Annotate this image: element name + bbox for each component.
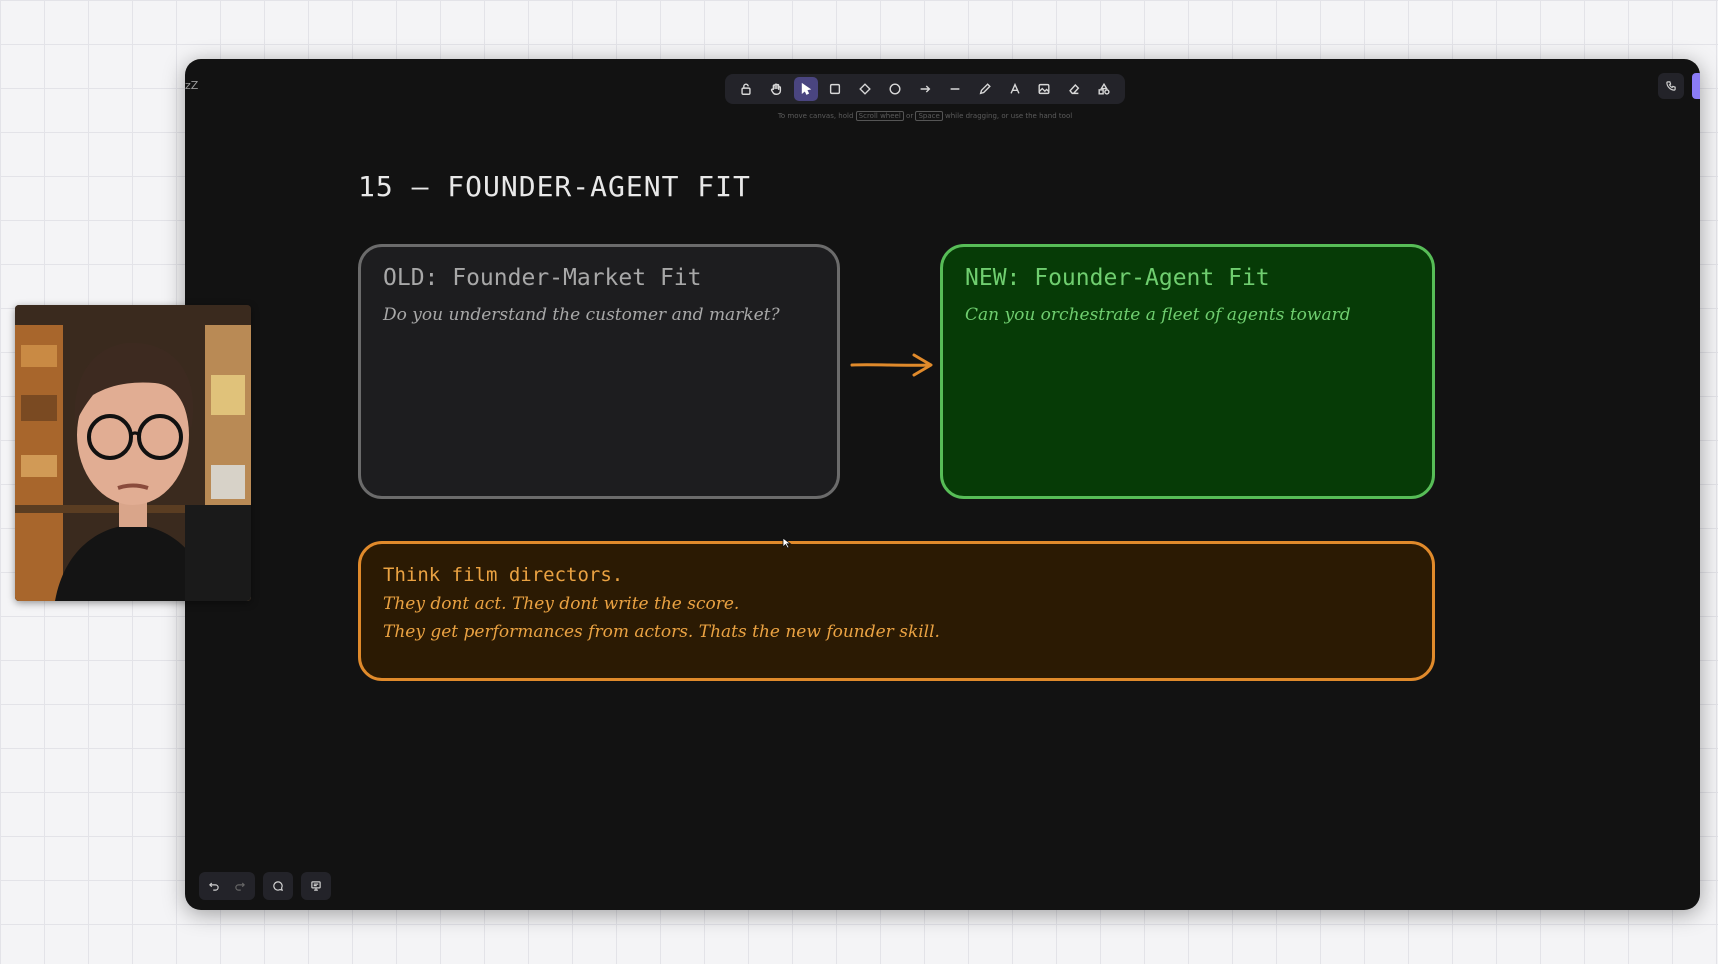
new-card-heading: NEW: Founder-Agent Fit bbox=[965, 265, 1270, 291]
eraser-icon[interactable] bbox=[1062, 77, 1086, 101]
side-panel-tab[interactable] bbox=[1692, 73, 1700, 99]
webcam-overlay bbox=[15, 305, 251, 601]
rectangle-icon[interactable] bbox=[823, 77, 847, 101]
diamond-icon[interactable] bbox=[853, 77, 877, 101]
film-directors-note[interactable]: Think film directors. They dont act. The… bbox=[358, 541, 1435, 681]
pencil-icon[interactable] bbox=[973, 77, 997, 101]
history-controls bbox=[199, 872, 255, 900]
shapes-library-icon[interactable] bbox=[1092, 77, 1116, 101]
hand-icon[interactable] bbox=[764, 77, 788, 101]
comment-controls bbox=[263, 872, 293, 900]
image-icon[interactable] bbox=[1032, 77, 1056, 101]
redo-button[interactable] bbox=[229, 875, 251, 897]
note-line-1: They dont act. They dont write the score… bbox=[383, 594, 740, 614]
presenter-video bbox=[15, 305, 251, 601]
selection-icon[interactable] bbox=[793, 77, 818, 101]
new-card-body: Can you orchestrate a fleet of agents to… bbox=[965, 305, 1351, 325]
bottom-toolbar bbox=[199, 872, 331, 900]
undo-button[interactable] bbox=[203, 875, 225, 897]
old-founder-market-fit-card[interactable]: OLD: Founder-Market Fit Do you understan… bbox=[358, 244, 840, 499]
whiteboard-window: zZ bbox=[185, 59, 1700, 910]
hint-key-space: Space bbox=[915, 111, 943, 121]
text-icon[interactable] bbox=[1003, 77, 1027, 101]
slide-title: 15 – FOUNDER-AGENT FIT bbox=[358, 170, 751, 203]
old-card-heading: OLD: Founder-Market Fit bbox=[383, 265, 702, 291]
call-button[interactable] bbox=[1658, 73, 1684, 99]
hint-text-or: or bbox=[906, 112, 914, 120]
new-founder-agent-fit-card[interactable]: NEW: Founder-Agent Fit Can you orchestra… bbox=[940, 244, 1435, 499]
note-line-2: They get performances from actors. Thats… bbox=[383, 622, 940, 642]
old-card-body: Do you understand the customer and marke… bbox=[383, 305, 780, 325]
hint-text-start: To move canvas, hold bbox=[777, 112, 854, 120]
mouse-cursor-icon bbox=[782, 537, 792, 549]
hint-key-scroll: Scroll wheel bbox=[855, 111, 904, 121]
comment-button[interactable] bbox=[267, 875, 289, 897]
comment-icon bbox=[273, 881, 284, 892]
drawing-toolbar bbox=[725, 74, 1125, 104]
lock-icon[interactable] bbox=[734, 77, 758, 101]
redo-icon bbox=[235, 882, 245, 891]
transition-arrow[interactable] bbox=[850, 350, 935, 380]
presentation-icon bbox=[311, 881, 321, 891]
presentation-button[interactable] bbox=[305, 875, 327, 897]
ellipse-icon[interactable] bbox=[883, 77, 907, 101]
line-icon[interactable] bbox=[943, 77, 967, 101]
presentation-controls bbox=[301, 872, 331, 900]
phone-icon bbox=[1666, 81, 1676, 91]
corner-label: zZ bbox=[185, 79, 199, 92]
arrow-icon[interactable] bbox=[913, 77, 937, 101]
note-heading: Think film directors. bbox=[383, 564, 624, 586]
canvas-hint: To move canvas, hold Scroll wheel or Spa… bbox=[725, 111, 1125, 121]
hint-text-end: while dragging, or use the hand tool bbox=[945, 112, 1073, 120]
undo-icon bbox=[209, 882, 219, 891]
